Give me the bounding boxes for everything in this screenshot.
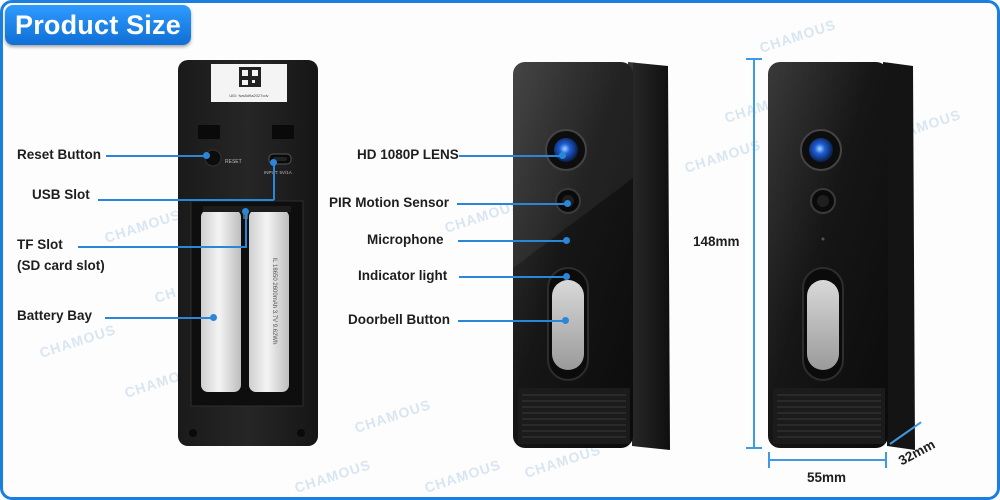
leader-line (105, 317, 213, 319)
dimension-tick (746, 58, 762, 60)
mount-slot (198, 125, 220, 139)
leader-dot (270, 159, 277, 166)
leader-dot (210, 314, 217, 321)
speaker-grille (773, 388, 885, 444)
leader-line (245, 213, 247, 248)
doorbell-front-view (513, 62, 670, 450)
label-doorbell-button: Doorbell Button (348, 312, 450, 327)
watermark: CHAMOUS (292, 456, 373, 496)
label-usb-slot: USB Slot (32, 187, 90, 202)
speaker-grille (518, 388, 630, 444)
side-panel (883, 62, 915, 450)
leader-dot (564, 200, 571, 207)
doorbell-button[interactable] (552, 280, 584, 370)
leader-line (459, 155, 562, 157)
watermark: CHAMOUS (102, 206, 183, 246)
label-indicator: Indicator light (358, 268, 448, 283)
page-title: Product Size (15, 10, 181, 40)
leader-line (273, 163, 275, 200)
side-panel (628, 62, 670, 450)
dimension-tick (768, 452, 770, 468)
doorbell-rear-view: UID: fws8d9a2027cdv RESET INPUT: 5V/1A I… (178, 60, 318, 446)
watermark: CHAMOUS (682, 136, 763, 176)
leader-line (459, 276, 566, 278)
watermark: CHAMOUS (757, 16, 838, 56)
leader-line (78, 246, 247, 248)
label-battery-bay: Battery Bay (17, 308, 93, 323)
label-tf-slot-note: (SD card slot) (17, 258, 105, 273)
leader-dot (203, 152, 210, 159)
reset-printed-label: RESET (225, 159, 242, 165)
label-microphone: Microphone (367, 232, 444, 247)
title-badge: Product Size (5, 5, 191, 45)
leader-line (458, 240, 566, 242)
height-dimension-label: 148mm (693, 233, 740, 250)
height-dimension-line (753, 58, 755, 448)
mount-slot (272, 125, 294, 139)
leader-dot (563, 237, 570, 244)
leader-dot (562, 317, 569, 324)
watermark: CHAMOUS (352, 396, 433, 436)
battery (249, 210, 289, 392)
front-housing (768, 62, 888, 448)
camera-lens (554, 138, 578, 162)
leader-line (457, 203, 567, 205)
battery-print: IL 18650 2600mAh 3.7V 9.62Wh (271, 258, 277, 345)
watermark: CHAMOUS (422, 456, 503, 496)
usb-printed-label: INPUT: 5V/1A (264, 170, 292, 175)
dimension-tick (885, 452, 887, 468)
doorbell-button[interactable] (807, 280, 839, 370)
watermark: CHAMOUS (37, 321, 118, 361)
label-lens: HD 1080P LENS (357, 147, 459, 162)
dimension-tick (746, 447, 762, 449)
camera-lens (809, 138, 833, 162)
label-tf-slot: TF Slot (17, 237, 63, 252)
leader-line (106, 155, 206, 157)
leader-dot (559, 152, 566, 159)
label-pir: PIR Motion Sensor (329, 195, 450, 210)
width-dimension-label: 55mm (807, 470, 847, 485)
leader-line (98, 199, 274, 201)
qr-caption: UID: fws8d9a2027cdv (229, 93, 268, 98)
front-housing (513, 62, 633, 448)
leader-line (458, 320, 565, 322)
width-dimension-line (768, 459, 886, 461)
microphone-hole (821, 237, 825, 241)
doorbell-front-dimension-view (768, 62, 915, 450)
battery (201, 210, 241, 392)
label-reset-button: Reset Button (17, 147, 101, 162)
leader-dot (242, 208, 249, 215)
leader-dot (563, 273, 570, 280)
